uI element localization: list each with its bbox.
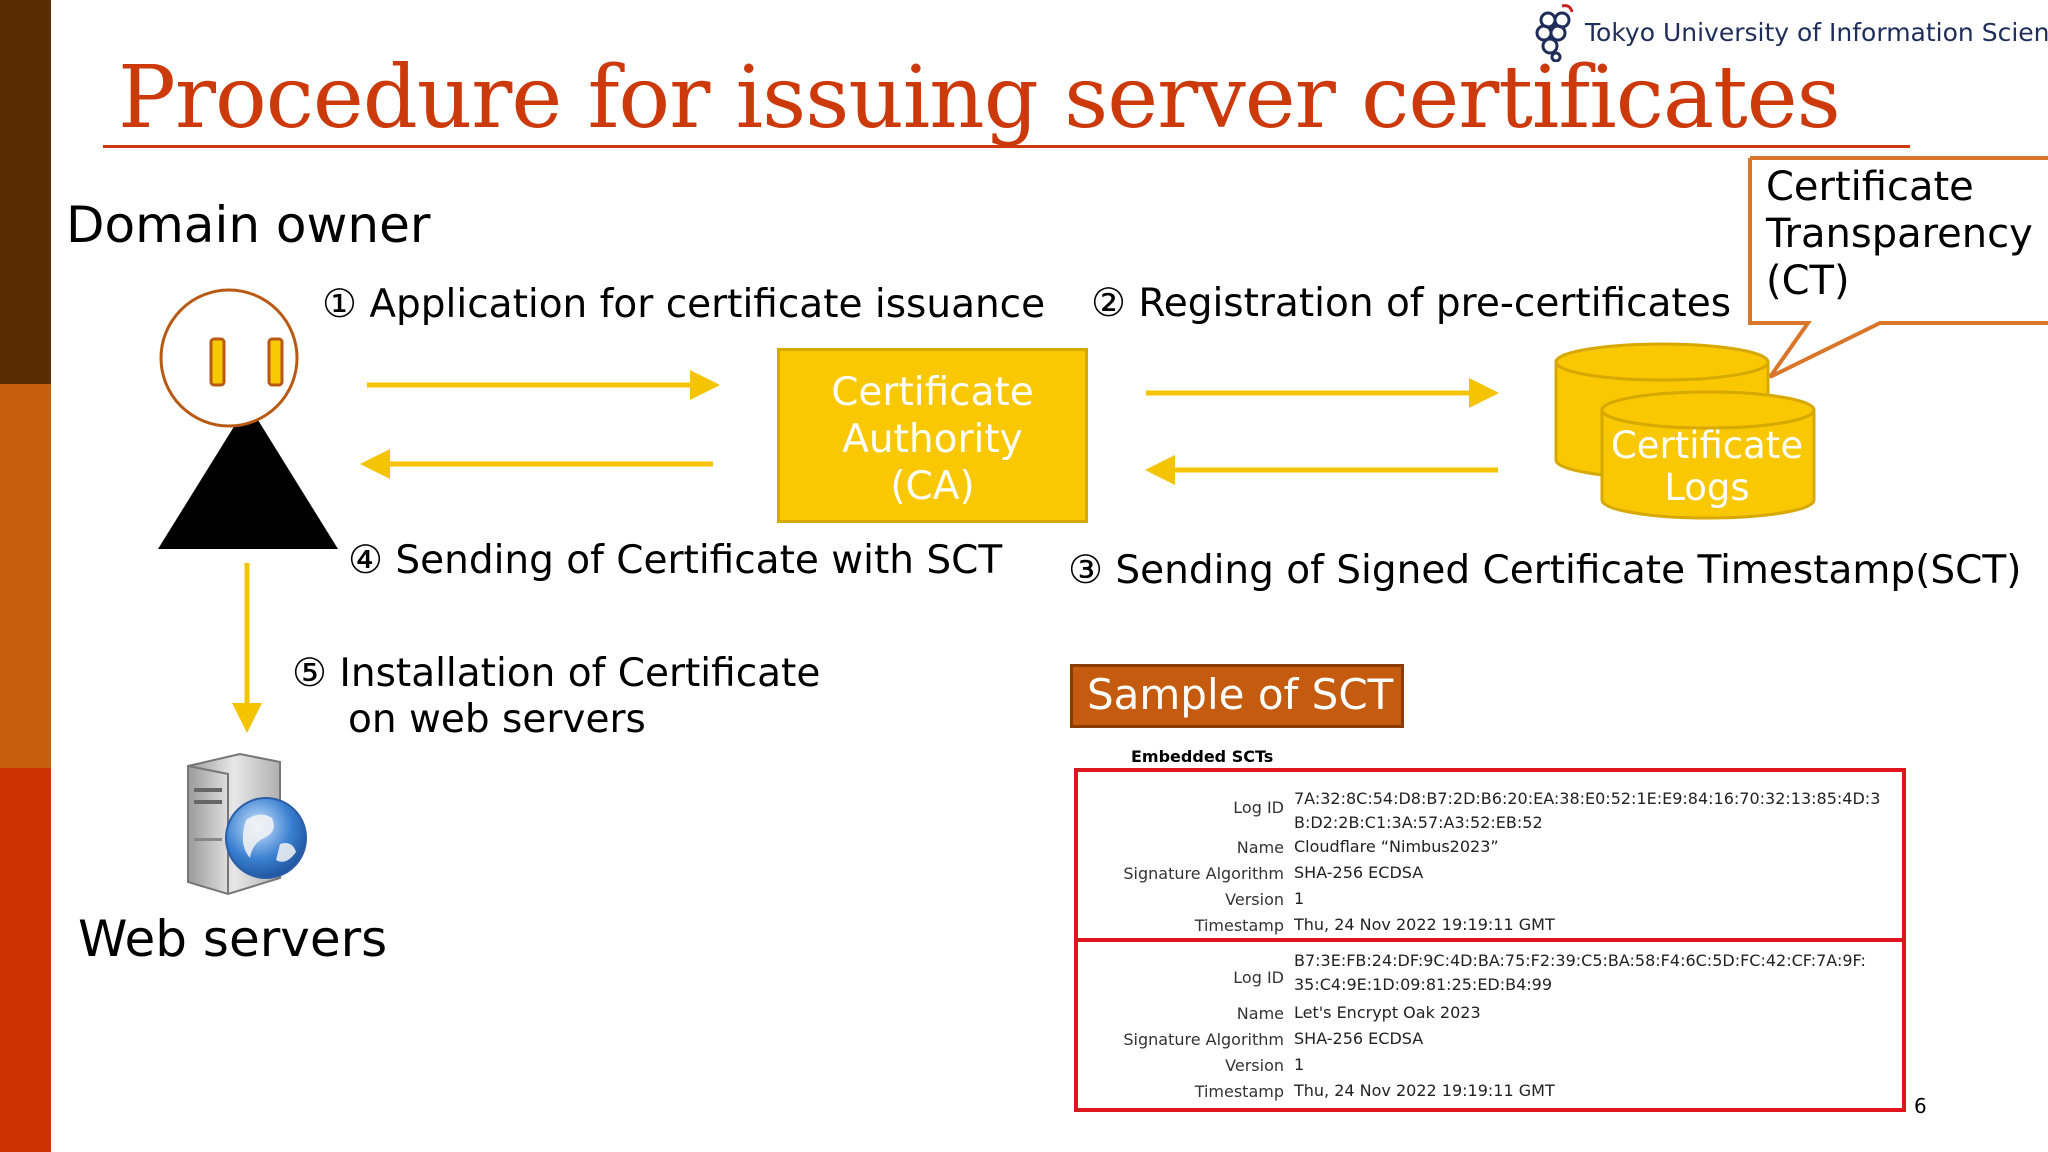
- page-number: 6: [1914, 1094, 1927, 1118]
- step3-label: ③ Sending of Signed Certificate Timestam…: [1068, 548, 2022, 593]
- ct-callout-text: Certificate Transparency (CT): [1766, 164, 2033, 305]
- sig-alg-label: Signature Algorithm: [1123, 864, 1284, 883]
- version-label: Version: [1225, 890, 1284, 909]
- ct-line3: (CT): [1766, 258, 1850, 304]
- person-icon: [158, 288, 338, 549]
- version-label: Version: [1225, 1056, 1284, 1075]
- step2-label: ② Registration of pre-certificates: [1091, 281, 1732, 326]
- grape-logo-icon: [1535, 4, 1574, 62]
- embedded-scts-heading: Embedded SCTs: [1131, 747, 1274, 766]
- ct-line2: Transparency: [1766, 211, 2033, 257]
- logs-line1: Certificate: [1610, 424, 1804, 467]
- sig-alg-label: Signature Algorithm: [1123, 1030, 1284, 1049]
- ct-callout: [1748, 156, 2048, 379]
- ca-line1: Certificate: [831, 370, 1034, 415]
- slide-title: Procedure for issuing server certificate…: [118, 48, 1841, 148]
- name-value: Let's Encrypt Oak 2023: [1294, 1003, 1481, 1022]
- ct-line1: Certificate: [1766, 164, 1974, 210]
- log-id-value-line1: 7A:32:8C:54:D8:B7:2D:B6:20:EA:38:E0:52:1…: [1294, 789, 1881, 808]
- ca-line3: (CA): [890, 464, 975, 509]
- log-id-value-line2: B:D2:2B:C1:3A:57:A3:52:EB:52: [1294, 813, 1543, 832]
- title-underline: [103, 145, 1910, 148]
- sct-entry-1: Log ID 7A:32:8C:54:D8:B7:2D:B6:20:EA:38:…: [1074, 768, 1906, 942]
- log-id-value-line1: B7:3E:FB:24:DF:9C:4D:BA:75:F2:39:C5:BA:5…: [1294, 951, 1866, 970]
- step5-label-line1: ⑤ Installation of Certificate: [292, 651, 821, 696]
- log-id-label: Log ID: [1233, 798, 1284, 817]
- sample-sct-badge: Sample of SCT: [1070, 664, 1404, 728]
- timestamp-label: Timestamp: [1194, 1082, 1284, 1101]
- step5-label-line2: on web servers: [348, 697, 646, 742]
- web-servers-label: Web servers: [78, 910, 388, 968]
- sidebar-stripe-top: [0, 0, 51, 384]
- step1-label: ① Application for certificate issuance: [322, 282, 1046, 327]
- server-globe-icon: [187, 752, 307, 896]
- name-label: Name: [1236, 1004, 1284, 1023]
- logs-line2: Logs: [1664, 466, 1750, 509]
- step4-label: ④ Sending of Certificate with SCT: [348, 538, 1003, 583]
- log-id-value-line2: 35:C4:9E:1D:09:81:25:ED:B4:99: [1294, 975, 1553, 994]
- sig-alg-value: SHA-256 ECDSA: [1294, 1029, 1424, 1048]
- name-label: Name: [1236, 838, 1284, 857]
- name-value: Cloudflare “Nimbus2023”: [1294, 837, 1499, 856]
- sidebar-stripe-middle: [0, 384, 51, 768]
- timestamp-label: Timestamp: [1194, 916, 1284, 935]
- sig-alg-value: SHA-256 ECDSA: [1294, 863, 1424, 882]
- certificate-logs-label: Certificate Logs: [1600, 425, 1814, 509]
- version-value: 1: [1294, 1055, 1305, 1074]
- database-icon: [1554, 342, 1816, 520]
- log-id-label: Log ID: [1233, 968, 1284, 987]
- sidebar-stripe: [0, 0, 51, 1152]
- timestamp-value: Thu, 24 Nov 2022 19:19:11 GMT: [1294, 1081, 1555, 1100]
- version-value: 1: [1294, 889, 1305, 908]
- certificate-authority-box: Certificate Authority (CA): [777, 348, 1088, 523]
- ca-line2: Authority: [842, 417, 1023, 462]
- university-name: Tokyo University of Information Sciences: [1585, 18, 2048, 47]
- sct-entry-2: Log ID B7:3E:FB:24:DF:9C:4D:BA:75:F2:39:…: [1074, 938, 1906, 1112]
- domain-owner-label: Domain owner: [66, 196, 431, 254]
- timestamp-value: Thu, 24 Nov 2022 19:19:11 GMT: [1294, 915, 1555, 934]
- sidebar-stripe-bottom: [0, 768, 51, 1152]
